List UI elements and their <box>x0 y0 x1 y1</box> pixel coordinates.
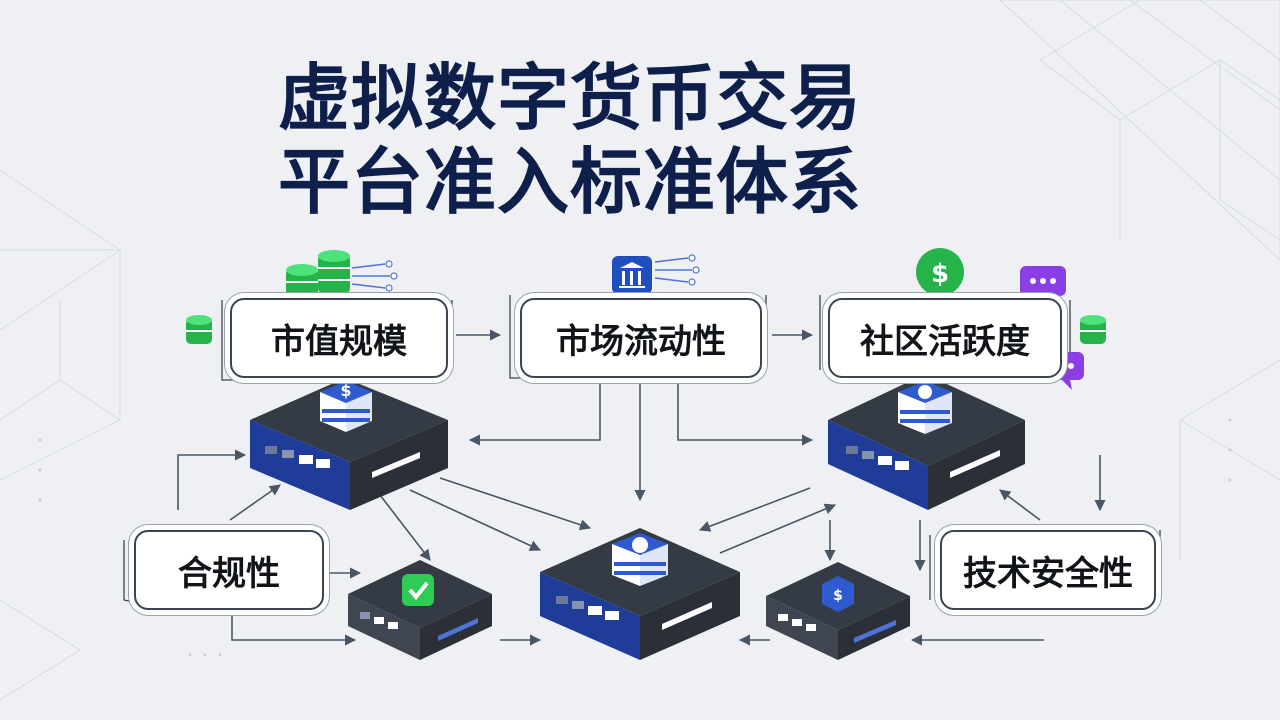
server-node-center <box>540 528 740 660</box>
svg-text:$: $ <box>340 381 351 400</box>
criterion-community-label: 社区活跃度 <box>860 321 1030 362</box>
criterion-market-cap-label: 市值规模 <box>271 321 407 362</box>
server-node-icon <box>898 381 952 434</box>
arrow-compliance-up <box>177 449 247 510</box>
arrow-compliance-to-left-server <box>229 484 281 521</box>
bank-icon <box>612 256 652 294</box>
page-title-line2: 平台准入标准体系 <box>278 140 863 224</box>
page-title-line1: 虚拟数字货币交易 <box>278 56 863 140</box>
arrow-liquidity-to-left-server <box>468 380 601 446</box>
server-node-left: $ <box>250 378 448 510</box>
dollar-badge-icon <box>612 533 668 586</box>
criterion-market-cap: 市值规模 <box>230 298 448 378</box>
criterion-community: 社区活跃度 <box>828 298 1062 378</box>
arrow-center-to-right-server <box>719 503 837 554</box>
arrow-left-server-to-center <box>409 489 542 551</box>
arrow-liquidity-to-right-server <box>677 380 814 446</box>
arrow-left-server-long <box>439 477 592 531</box>
criterion-compliance: 合规性 <box>134 530 324 610</box>
criterion-tech-security: 技术安全性 <box>940 530 1156 610</box>
coin-stack-icon <box>1080 315 1106 344</box>
criterion-liquidity: 市场流动性 <box>520 298 762 378</box>
coin-stack-icon <box>286 250 350 298</box>
server-node-small-right: $ <box>766 562 910 660</box>
criterion-liquidity-label: 市场流动性 <box>556 321 726 362</box>
arrow-right-server-to-center <box>698 487 811 532</box>
arrow-compliance-to-check-server <box>231 608 357 646</box>
dollar-badge-icon: $ <box>916 248 964 296</box>
dollar-badge-icon: $ <box>320 381 372 432</box>
svg-text:$: $ <box>833 588 843 604</box>
coin-stack-icon <box>186 315 212 344</box>
criterion-tech-security-label: 技术安全性 <box>963 553 1133 594</box>
criterion-compliance-label: 合规性 <box>178 553 280 594</box>
server-node-icon: $ <box>822 576 854 612</box>
check-shield-icon <box>402 574 434 606</box>
arrow-left-server-to-check <box>379 494 431 561</box>
signal-lines <box>351 257 692 289</box>
arrow-security-to-right-server <box>999 489 1041 521</box>
svg-text:$: $ <box>931 259 949 289</box>
connector-arrows <box>177 329 1106 646</box>
server-node-right <box>828 374 1025 510</box>
server-node-check <box>348 560 492 660</box>
